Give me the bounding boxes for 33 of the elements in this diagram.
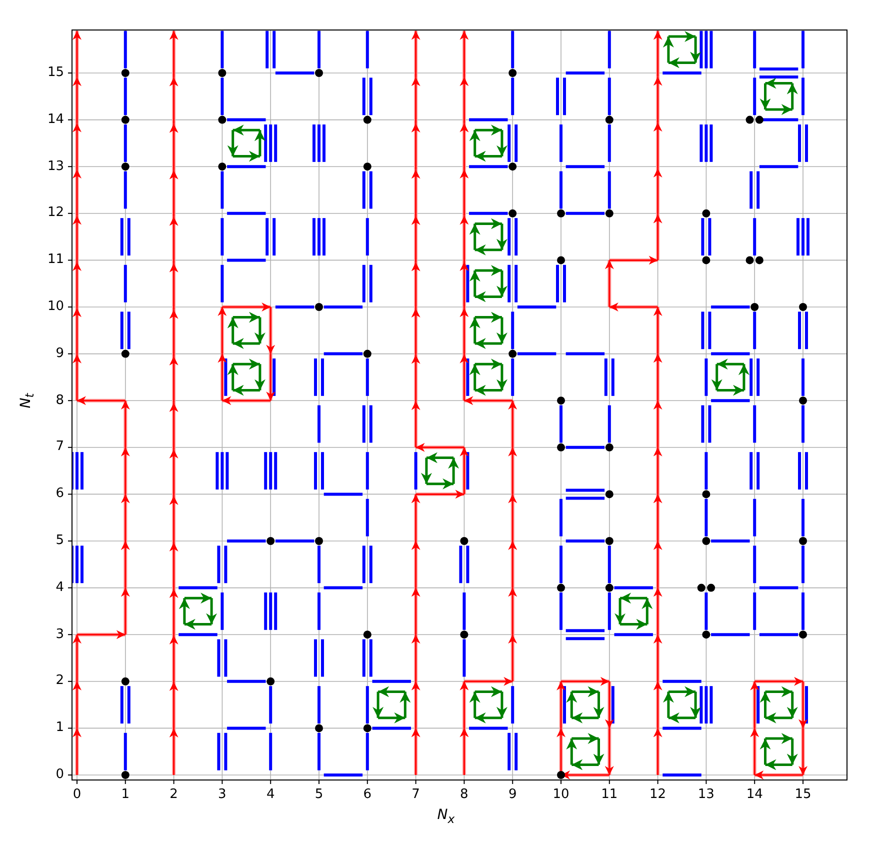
axis-label: N$_{x}$ xyxy=(437,808,455,826)
tick-label: 6 xyxy=(363,788,372,801)
tick-label: 14 xyxy=(746,788,763,801)
tick-label: 13 xyxy=(698,788,714,801)
tick-label: 10 xyxy=(552,788,570,801)
tick-label: 10 xyxy=(47,300,64,313)
tick-label: 12 xyxy=(650,788,666,801)
tick-label: 5 xyxy=(56,534,64,547)
tick-label: 9 xyxy=(56,346,64,360)
tick-label: 3 xyxy=(218,788,226,801)
tick-label: 8 xyxy=(460,788,468,801)
tick-label: 8 xyxy=(56,394,64,407)
tick-label: 15 xyxy=(794,788,812,801)
tick-label: 14 xyxy=(47,112,64,126)
tick-label: 11 xyxy=(601,788,618,801)
tick-label: 3 xyxy=(56,628,64,641)
tick-label: 5 xyxy=(314,788,324,801)
tick-label: 15 xyxy=(47,66,64,79)
tick-label: 2 xyxy=(56,674,64,688)
tick-label: 7 xyxy=(412,788,420,801)
tick-label: 1 xyxy=(56,721,64,734)
tick-label: 0 xyxy=(72,788,82,801)
tick-label: 13 xyxy=(47,160,64,173)
tick-label: 4 xyxy=(266,788,275,801)
tick-label: 4 xyxy=(56,580,64,594)
tick-label: 7 xyxy=(56,440,64,454)
tick-label: 11 xyxy=(47,253,64,266)
tick-label: 12 xyxy=(47,206,64,220)
tick-label: 9 xyxy=(508,788,517,801)
tick-label: 0 xyxy=(56,768,64,781)
tick-label: 6 xyxy=(56,487,64,500)
tick-label: 1 xyxy=(121,788,130,801)
tick-label: 2 xyxy=(170,788,178,801)
